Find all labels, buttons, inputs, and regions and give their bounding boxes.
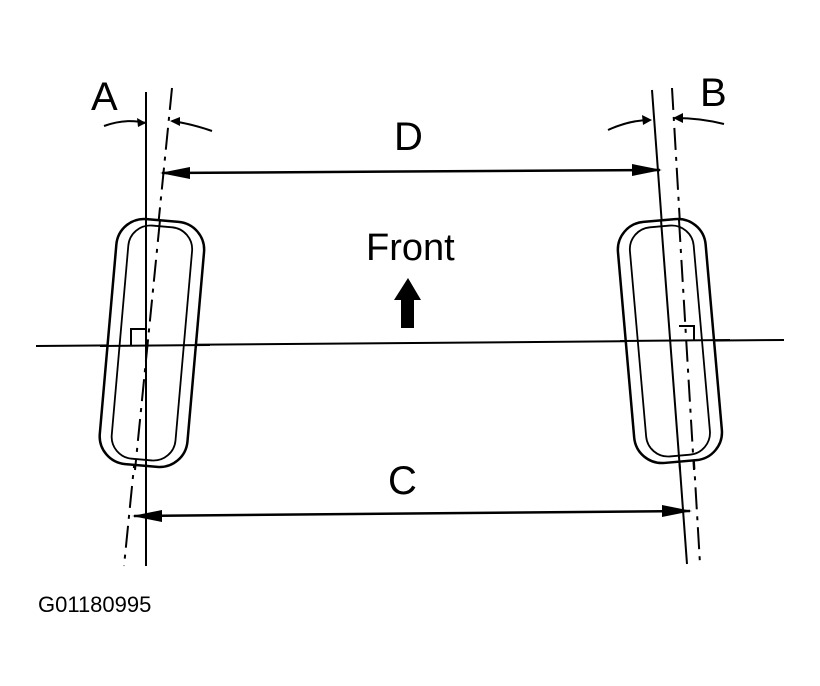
dimension-c-arrow-left bbox=[132, 510, 162, 522]
angle-b-arrow-right bbox=[673, 113, 683, 123]
right-right-angle-marker bbox=[679, 325, 695, 340]
dimension-c-line bbox=[133, 509, 691, 518]
right-reference-overlay bbox=[660, 219, 681, 471]
dimension-d-arrow-left bbox=[160, 167, 190, 179]
dimension-d-arrow-right bbox=[632, 164, 662, 176]
label-a: A bbox=[91, 75, 118, 119]
figure-id: G01180995 bbox=[38, 592, 151, 617]
angle-a-arrow-right bbox=[170, 117, 180, 126]
dimension-c-arrow-right bbox=[662, 505, 692, 517]
dimension-d-line bbox=[161, 168, 661, 175]
label-d: D bbox=[394, 115, 423, 159]
label-c: C bbox=[388, 459, 417, 503]
right-axle-overlay bbox=[619, 339, 731, 342]
left-axle-overlay bbox=[99, 344, 211, 347]
angle-b-arrow-left bbox=[642, 115, 652, 125]
left-wheel bbox=[98, 217, 206, 469]
angle-a-arrow-left bbox=[137, 118, 146, 127]
label-b: B bbox=[700, 71, 727, 115]
right-centerline-overlay bbox=[678, 219, 695, 471]
left-right-angle-marker bbox=[130, 328, 146, 345]
front-arrow-icon bbox=[394, 278, 421, 328]
label-front: Front bbox=[366, 227, 455, 269]
